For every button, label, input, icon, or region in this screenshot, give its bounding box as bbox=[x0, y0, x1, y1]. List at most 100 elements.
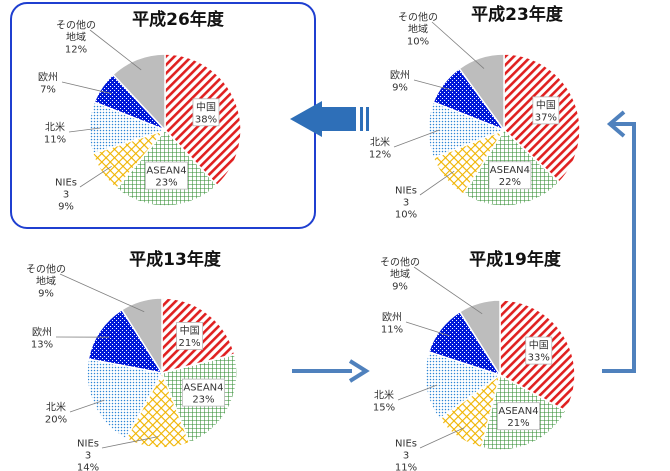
pie-slice-other bbox=[458, 53, 505, 133]
slice-label-china-box bbox=[192, 98, 220, 127]
slice-label-china-box bbox=[176, 322, 203, 350]
leader-line-eu bbox=[413, 79, 454, 91]
pie-2: 平成23年度中国37%ASEAN422%NIEs310%北米12%欧州9%その他… bbox=[369, 4, 581, 221]
pie-slice-other bbox=[120, 297, 163, 376]
slice-label-na-pct: 11% bbox=[44, 135, 66, 146]
slice-label-nies-pct: 10% bbox=[395, 210, 417, 221]
slice-label-asean-text: ASEAN4 bbox=[146, 166, 186, 177]
slice-label-nies-text: 3 bbox=[403, 451, 409, 462]
pie-0: 平成13年度中国21%ASEAN423%NIEs314%北米20%欧州13%その… bbox=[26, 249, 238, 471]
pie-slice-nies bbox=[124, 371, 191, 449]
leader-line-na bbox=[393, 129, 440, 148]
pie-slice-na bbox=[424, 350, 502, 421]
slice-label-other-pct: 10% bbox=[407, 37, 429, 48]
slice-label-asean-pct: 23% bbox=[192, 395, 214, 406]
slice-label-china-text: 中国 bbox=[529, 339, 549, 352]
slice-label-nies-pct: 14% bbox=[77, 463, 99, 471]
slice-label-other-text: その他の bbox=[398, 11, 438, 24]
pie-slice-na bbox=[86, 358, 164, 440]
slice-label-other-pct: 9% bbox=[392, 282, 408, 293]
slice-label-asean-pct: 22% bbox=[499, 177, 521, 188]
slice-label-nies-pct: 11% bbox=[395, 463, 417, 471]
slice-label-china-text: 中国 bbox=[536, 98, 556, 111]
slice-label-na-text: 北米 bbox=[45, 121, 65, 134]
slice-label-nies-text: 3 bbox=[63, 190, 69, 201]
slice-label-other-text: 地域 bbox=[36, 275, 56, 288]
slice-label-other-text: その他の bbox=[56, 19, 96, 32]
leader-line-other bbox=[59, 273, 145, 313]
slice-label-eu-pct: 7% bbox=[40, 85, 56, 96]
slice-label-nies-text: NIEs bbox=[77, 439, 99, 450]
leader-line-nies bbox=[79, 165, 112, 188]
slice-label-na-pct: 20% bbox=[45, 415, 67, 426]
slice-label-nies-text: NIEs bbox=[55, 178, 77, 189]
pie-title: 平成23年度 bbox=[471, 4, 564, 25]
slice-label-eu-text: 欧州 bbox=[390, 70, 410, 82]
leader-line-eu bbox=[405, 321, 450, 337]
pie-title: 平成26年度 bbox=[132, 9, 225, 30]
slice-label-other-text: その他の bbox=[26, 263, 66, 276]
leader-line-nies bbox=[419, 427, 465, 449]
slice-label-eu-text: 欧州 bbox=[32, 327, 52, 339]
slice-label-eu: 欧州7% bbox=[38, 72, 58, 96]
slice-label-china-pct: 38% bbox=[195, 114, 217, 125]
arrow-13-to-19 bbox=[292, 359, 370, 383]
slice-label-eu-pct: 9% bbox=[392, 83, 408, 94]
pie-slice-eu bbox=[87, 308, 164, 375]
slice-label-other-pct: 9% bbox=[38, 289, 54, 300]
slice-label-china-pct: 33% bbox=[528, 353, 550, 364]
slice-label-asean-text: ASEAN4 bbox=[490, 165, 530, 176]
slice-label-nies-text: 3 bbox=[403, 198, 409, 209]
slice-label-china-box bbox=[525, 336, 553, 365]
pie-title: 平成13年度 bbox=[129, 249, 222, 270]
slice-label-eu: 欧州9% bbox=[390, 70, 410, 94]
arrow-23-to-26 bbox=[290, 101, 369, 137]
pie-title: 平成19年度 bbox=[469, 249, 562, 270]
arrow-19-to-23 bbox=[602, 110, 636, 373]
slice-label-china-text: 中国 bbox=[180, 324, 200, 337]
leader-line-other bbox=[413, 266, 483, 315]
pie-slice-other bbox=[458, 299, 501, 378]
leader-line-nies bbox=[419, 170, 455, 196]
leader-line-na bbox=[69, 399, 105, 413]
slice-label-asean-pct: 21% bbox=[507, 418, 529, 429]
leader-line-other bbox=[89, 29, 142, 71]
slice-label-asean-text: ASEAN4 bbox=[183, 383, 223, 394]
slice-label-na-text: 北米 bbox=[370, 136, 390, 149]
slice-label-na-pct: 12% bbox=[369, 150, 391, 161]
slice-label-na-text: 北米 bbox=[46, 401, 66, 414]
slice-label-china-pct: 37% bbox=[535, 112, 557, 123]
leader-line-eu bbox=[61, 81, 112, 95]
slice-label-na-text: 北米 bbox=[374, 389, 394, 402]
leader-line-na bbox=[68, 127, 101, 133]
pies-layer: 平成13年度中国21%ASEAN423%NIEs314%北米20%欧州13%その… bbox=[26, 4, 581, 471]
pie-slice-other bbox=[111, 53, 166, 132]
slice-label-other-text: 地域 bbox=[66, 31, 86, 44]
slice-label-nies-text: NIEs bbox=[395, 186, 417, 197]
